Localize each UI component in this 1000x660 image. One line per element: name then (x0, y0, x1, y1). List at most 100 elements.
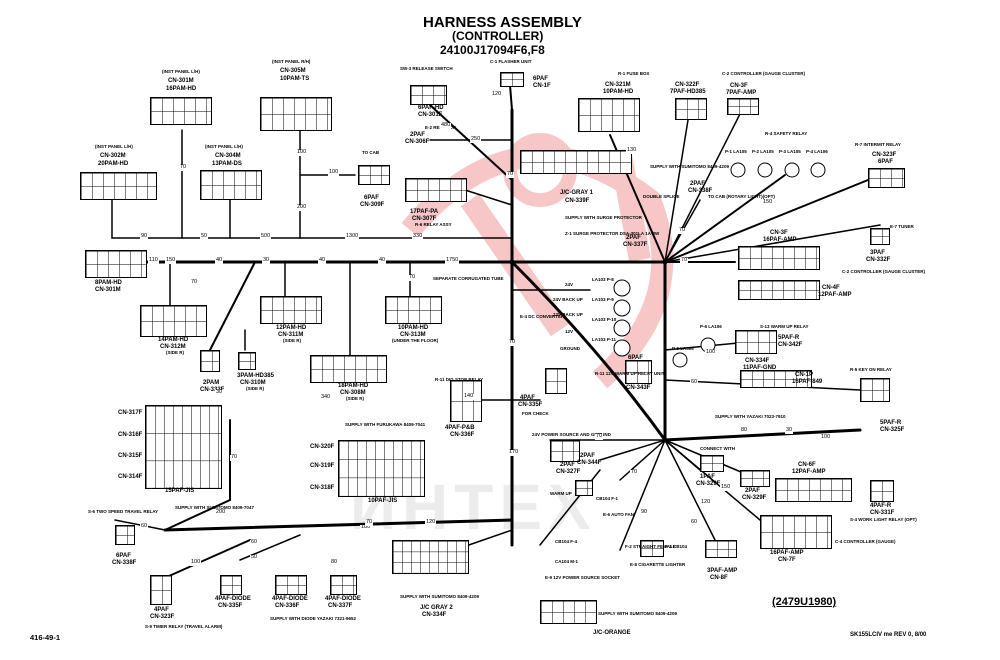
label-12v: 12V (565, 329, 574, 334)
label-cn332f-type: 3PAF (870, 250, 885, 256)
length-label: 70 (179, 164, 188, 171)
label-cn334f-type: 11PAF-GND (743, 365, 777, 371)
label-diode-335: 4PAF-DIODE (215, 596, 251, 602)
label-c4: C-4 CONTROLLER (GAUGE) (835, 539, 896, 544)
length-label: 170 (508, 449, 520, 456)
connector-cn343f (625, 360, 652, 384)
label-cn344f: CN-344F (577, 460, 602, 466)
label-cn336f: CN-336F (450, 432, 475, 438)
wire-cn333f (209, 261, 256, 351)
label-cn333f: CN-333F (200, 387, 225, 393)
connector-cn307f (405, 178, 467, 202)
lamp-p4 (810, 162, 826, 178)
label-p5: P-5 LA306 (672, 346, 694, 351)
label-s9: S-9 TIMER RELAY (TRAVEL ALARM) (145, 624, 223, 629)
label-supply-sumitomo-3: SUPPLY WITH SUMITOMO 8409-4209 (400, 594, 479, 599)
connector-diode-335 (220, 575, 242, 595)
label-cn321m-type: 10PAM-HD (603, 89, 634, 95)
length-label: 140 (463, 393, 475, 400)
length-label: 120 (491, 91, 503, 98)
label-cn331f-type: 4PAF-R (870, 503, 892, 509)
lamp-la103-1 (613, 279, 631, 297)
label-cn336f-type: 4PAF-P&B (445, 425, 475, 431)
label-connect-with: CONNECT WITH (700, 446, 735, 451)
label-la103-1: LA103 P-8 (592, 277, 614, 282)
connector-cn312m (140, 305, 207, 337)
length-label: 180 (360, 524, 372, 531)
label-cn305m: CN-305M (280, 68, 306, 74)
connector-cn334f (740, 370, 812, 388)
label-la103-4: LA103 P-11 (592, 337, 617, 342)
lamp-p1 (730, 162, 746, 178)
length-label: 70 (680, 257, 689, 264)
lamp-la103-3 (613, 319, 631, 337)
label-jc-gray2: J/C GRAY 2 (420, 605, 453, 611)
label-cn308m: CN-308M (340, 390, 366, 396)
label-cn1p: CN-1P (795, 372, 814, 378)
label-cn302m-type: 20PAM-HD (98, 161, 129, 167)
label-cn335f-type: 4PAF (520, 395, 535, 401)
label-cb104: CB104 F-1 (596, 496, 619, 501)
label-cn329f: CN-329F (696, 481, 721, 487)
connector-cn302m (80, 172, 157, 200)
wire-cn329f (664, 439, 701, 471)
connector-cn323f-b (150, 575, 172, 605)
label-cn332f: CN-332F (866, 257, 891, 263)
label-cn343f: CN-343F (626, 385, 651, 391)
label-cn301m-b: CN-301M (95, 287, 121, 293)
connector-diode-336 (275, 575, 307, 595)
label-cn334f: CN-334F (745, 358, 770, 364)
connector-jc-orange (540, 600, 597, 624)
connector-cn333f (200, 350, 220, 372)
label-s13: S-13 WARM UP RELAY (760, 324, 809, 329)
label-jis-10: 10PAF-JIS (368, 498, 398, 504)
label-cn338f: CN-338F (688, 188, 713, 194)
wire-tuner (664, 224, 881, 263)
length-label: 100 (328, 169, 340, 176)
wire-cn8f (664, 439, 721, 551)
label-cn310m: CN-310M (240, 380, 266, 386)
connector-cn329f (700, 455, 724, 472)
label-supply-sumitomo-1: SUPPLY WITH SUMITOMO 8409-4209 (650, 164, 729, 169)
label-power-24v: 24V POWER SOURCE AND GROUND (532, 432, 611, 437)
label-c2b: C-2 CONTROLLER (GAUGE CLUSTER) (842, 269, 925, 274)
lamp-la103-2 (613, 299, 631, 317)
label-diode-337-cn: CN-337F (328, 603, 353, 609)
label-side-r-2: (SIDE R) (283, 338, 301, 343)
length-label: 70 (230, 454, 239, 461)
label-cn337f-type: 2PAF (626, 235, 641, 241)
label-cn7f-type: 16PAF-AMP (770, 550, 804, 556)
label-cn3f-top-type: 7PAF-AMP (726, 90, 757, 96)
label-cn4f-type: 12PAF-AMP (818, 292, 852, 298)
label-cn322f: CN-322F (675, 82, 700, 88)
label-e6: E-6 AUTO FAN (603, 512, 635, 517)
connector-cn325f (860, 378, 890, 402)
label-e4: E-4 DC CONVERTER (520, 314, 565, 319)
label-f2: F-2 STRAIGHT FEMALE (625, 544, 676, 549)
label-cn1f-type: 6PAF (533, 76, 548, 82)
length-label: 150 (762, 199, 774, 206)
length-label: 250 (470, 136, 482, 143)
connector-cn3f (738, 246, 820, 270)
label-cn322f-type: 7PAF-HD385 (670, 89, 706, 95)
length-label: 60 (690, 519, 699, 526)
connector-cn301m (150, 97, 212, 125)
label-cn7f: CN-7F (778, 557, 796, 563)
label-supply-furukawa: SUPPLY WITH FURUKAWA 8409-7041 (345, 422, 426, 427)
length-label: 200 (215, 509, 227, 516)
label-cn338f-b: CN-338F (112, 560, 137, 566)
label-p6: P-6 LA106 (700, 324, 722, 329)
emblem-stroke (460, 148, 651, 337)
connector-cn331f (870, 480, 894, 502)
wire-cn344f (599, 439, 666, 461)
wire-cn3f-top (664, 109, 743, 263)
label-c1: C-1 FLASHER UNIT (490, 59, 532, 64)
connector-cn321m (578, 98, 640, 132)
label-cn1p-type: 16PAF-849 (792, 379, 823, 385)
length-label: 340 (320, 394, 332, 401)
label-p4: P-4 LA106 (806, 149, 828, 154)
label-cn323f-b: CN-323F (150, 614, 175, 620)
wire-jis-panel (164, 419, 231, 531)
label-24v: 24V (565, 282, 574, 287)
length-label: 40 (378, 257, 387, 264)
